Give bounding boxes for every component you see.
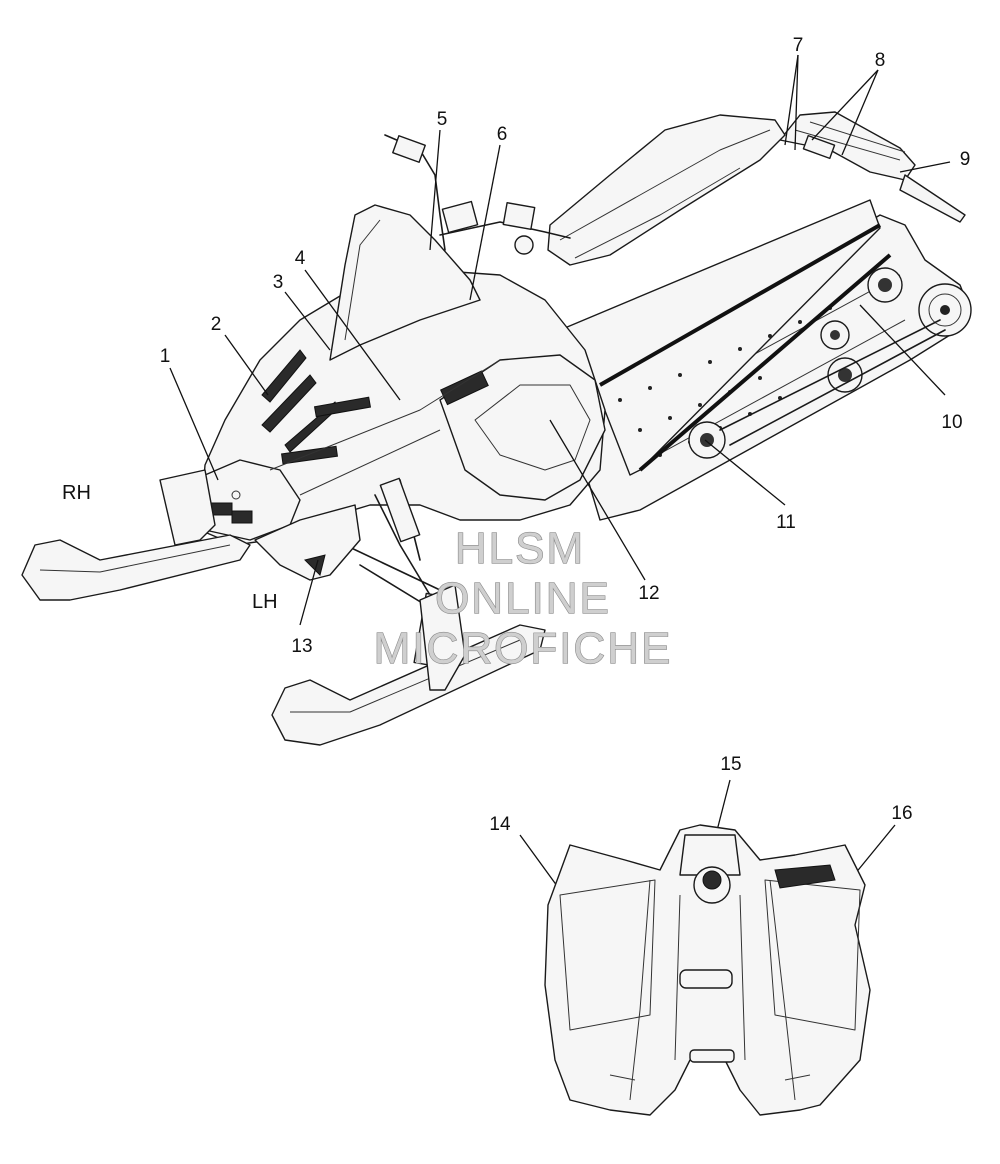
- callout-13: 13: [291, 636, 312, 657]
- callout-8: 8: [875, 50, 886, 71]
- watermark-line-1: HLSM: [455, 524, 585, 573]
- callout-9: 9: [960, 149, 971, 170]
- bogie-wheels: [688, 267, 972, 459]
- callout-3: 3: [273, 272, 284, 293]
- callout-15: 15: [720, 754, 741, 775]
- right-hand-label: RH: [62, 482, 91, 504]
- callout-12: 12: [638, 583, 659, 604]
- front-suspension: [344, 479, 456, 641]
- watermark-line-2: ONLINE: [435, 574, 611, 623]
- left-hand-label: LH: [252, 591, 278, 613]
- callout-2: 2: [211, 314, 222, 335]
- hood-detail-drawing: [544, 824, 871, 1116]
- left-ski: [271, 624, 546, 746]
- nose: [204, 459, 301, 541]
- callout-10: 10: [941, 412, 962, 433]
- callout-6: 6: [497, 124, 508, 145]
- rear-bumper: [779, 111, 916, 181]
- callout-14: 14: [489, 814, 511, 835]
- snowmobile-drawing: [21, 111, 972, 746]
- callout-11: 11: [776, 512, 796, 533]
- watermark: HLSM ONLINE MICROFICHE: [373, 523, 673, 673]
- leader-lines: [169, 54, 951, 891]
- callout-1: 1: [160, 346, 171, 367]
- watermark-line-3: MICROFICHE: [374, 624, 673, 673]
- snow-flap: [899, 174, 966, 223]
- right-ski: [21, 534, 251, 601]
- callout-numbers: 1 2 3 4 5 6 7 8 9 10 11 12 13 14 15 16: [160, 35, 971, 835]
- callout-5: 5: [437, 109, 448, 130]
- callout-16: 16: [891, 803, 912, 824]
- windshield: [329, 204, 481, 361]
- seat: [547, 114, 786, 266]
- lower-fairing: [254, 504, 361, 581]
- callout-7: 7: [793, 35, 804, 56]
- callout-4: 4: [295, 248, 306, 269]
